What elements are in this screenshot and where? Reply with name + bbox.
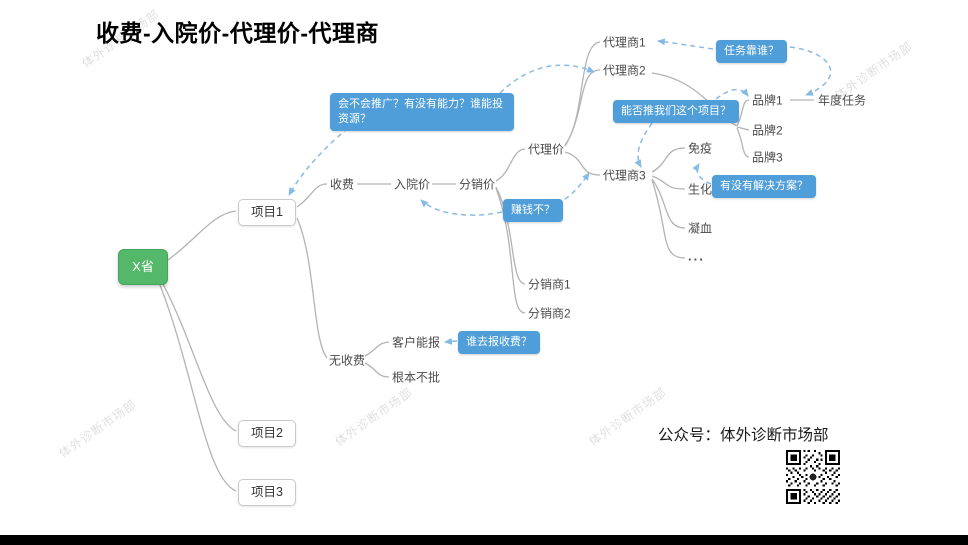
callout-who-reports-fee[interactable]: 谁去报收费？ bbox=[458, 331, 540, 354]
node-root[interactable]: X省 bbox=[118, 249, 168, 285]
bottom-bar bbox=[0, 535, 968, 545]
node-admission-price[interactable]: 入院价 bbox=[394, 177, 431, 192]
callout-solution[interactable]: 有没有解决方案？ bbox=[712, 175, 816, 198]
node-project-3[interactable]: 项目3 bbox=[238, 479, 296, 506]
node-brand-2[interactable]: 品牌2 bbox=[752, 123, 783, 138]
page-title: 收费-入院价-代理价-代理商 bbox=[96, 20, 379, 46]
node-brand-3[interactable]: 品牌3 bbox=[752, 150, 783, 165]
node-distribution-price[interactable]: 分销价 bbox=[459, 177, 496, 192]
node-agent-3[interactable]: 代理商3 bbox=[603, 168, 646, 183]
node-ellipsis[interactable]: ... bbox=[688, 248, 705, 264]
node-project-1[interactable]: 项目1 bbox=[238, 199, 296, 226]
qr-code bbox=[786, 450, 840, 504]
node-immunology[interactable]: 免疫 bbox=[688, 141, 713, 156]
callout-earn-money[interactable]: 赚钱不？ bbox=[503, 199, 563, 222]
callout-push-project[interactable]: 能否推我们这个项目？ bbox=[613, 100, 739, 123]
node-distributor-1[interactable]: 分销商1 bbox=[528, 277, 571, 292]
node-fee[interactable]: 收费 bbox=[330, 177, 355, 192]
node-biochemistry[interactable]: 生化 bbox=[688, 182, 713, 197]
callout-task-who[interactable]: 任务靠谁？ bbox=[716, 40, 787, 63]
node-agent-1[interactable]: 代理商1 bbox=[603, 35, 646, 50]
node-no-fee[interactable]: 无收费 bbox=[329, 353, 366, 368]
watermark-5: 体外诊断市场部 bbox=[586, 385, 670, 449]
footer-public-account: 公众号：体外诊断市场部 bbox=[658, 427, 829, 444]
node-customer-can-report[interactable]: 客户能报 bbox=[392, 335, 441, 350]
node-agent-2[interactable]: 代理商2 bbox=[603, 63, 646, 78]
node-brand-1[interactable]: 品牌1 bbox=[752, 93, 783, 108]
node-project-2[interactable]: 项目2 bbox=[238, 420, 296, 447]
node-distributor-2[interactable]: 分销商2 bbox=[528, 306, 571, 321]
callout-promotion-question[interactable]: 会不会推广？有没有能力？谁能投资源？ bbox=[330, 93, 514, 131]
node-not-approved[interactable]: 根本不批 bbox=[392, 370, 441, 385]
watermark-4: 体外诊断市场部 bbox=[332, 385, 416, 449]
watermark-3: 体外诊断市场部 bbox=[56, 397, 140, 461]
node-coagulation[interactable]: 凝血 bbox=[688, 221, 713, 236]
node-annual-task[interactable]: 年度任务 bbox=[818, 93, 867, 108]
node-agent-price[interactable]: 代理价 bbox=[528, 142, 565, 157]
